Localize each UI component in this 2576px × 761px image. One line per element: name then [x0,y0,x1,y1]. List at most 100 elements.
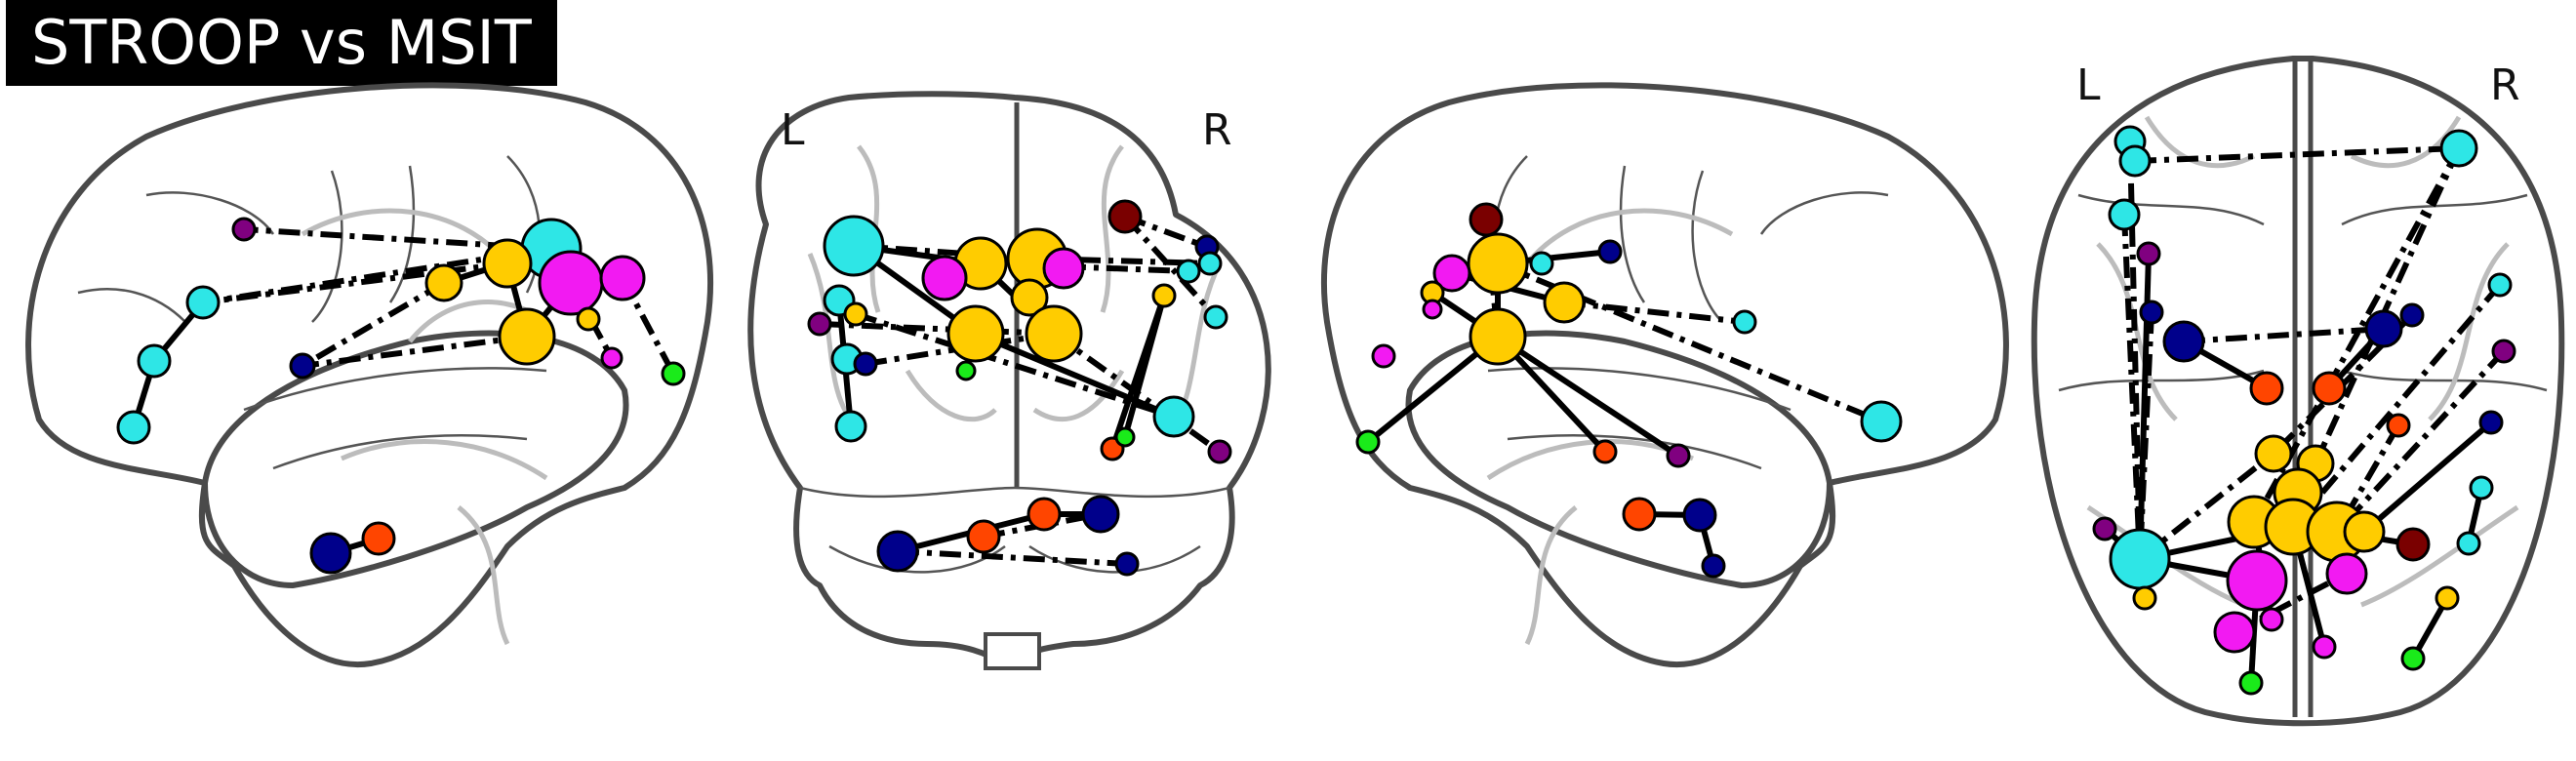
node-cyan [1203,304,1228,330]
node-orange [2249,371,2284,406]
node-yellow [424,263,463,302]
axial-left-label: L [2076,60,2101,110]
node-cyan [1197,251,1223,276]
node-cyan [834,410,867,443]
brain-outline-axial [2031,56,2565,727]
node-cyan [1176,259,1201,284]
node-navy [1682,498,1717,533]
node-green [955,360,977,381]
node-yellow [1151,283,1177,308]
node-cyan [2456,531,2481,556]
node-purple [2136,241,2161,266]
node-orange [2386,413,2411,438]
node-magenta [600,346,624,370]
connection-edge [2127,140,2143,560]
connection-edge [974,331,1176,420]
node-green [1355,429,1381,455]
node-green [2400,646,2426,671]
node-purple [231,217,257,242]
connection-edge [302,334,528,369]
connection-edge [2290,283,2503,529]
node-navy [2139,300,2164,325]
node-magenta [1371,343,1396,369]
node-green [2238,670,2264,696]
node-cyan [2439,129,2478,168]
node-yellow [482,238,533,289]
connection-edge [2138,451,2275,562]
coronal-left-label: L [781,105,805,155]
node-cyan [1529,251,1554,276]
node-cyan [116,410,151,445]
connection-edge [1496,260,1883,424]
nodes [116,125,2516,696]
node-purple [807,311,832,337]
node-cyan [2109,528,2171,590]
node-magenta [599,255,646,301]
node-magenta [1042,247,1085,290]
node-yellow [843,301,868,327]
node-magenta [2312,634,2337,660]
node-purple [2491,339,2516,364]
connection-edge [855,311,1175,420]
node-navy [2162,320,2205,363]
node-darkred [1107,199,1143,234]
node-navy [1701,553,1726,579]
node-yellow [576,306,601,332]
node-purple [1207,439,1232,464]
coronal-view: L R [747,91,1271,670]
temporal-lobe-sagittal-right [1405,330,1832,588]
node-orange [2312,371,2347,406]
sagittal-right-view [1321,82,2009,668]
node-navy [1114,551,1140,577]
node-magenta [538,250,604,316]
node-yellow [2254,434,2293,473]
node-orange [1622,497,1657,532]
node-green [661,361,686,386]
node-yellow [1469,307,1527,366]
connection-edge [2134,145,2460,164]
node-cyan [185,285,221,320]
coronal-right-label: R [1202,105,1232,155]
sagittal-left-view [25,82,713,668]
node-darkred [1469,202,1504,237]
node-yellow [2132,585,2157,611]
node-magenta [1422,299,1443,320]
node-navy [309,532,352,575]
connection-edge [2362,420,2493,535]
node-orange [361,521,396,556]
node-yellow [1025,304,1083,363]
connection-edge [819,321,1055,337]
node-yellow [2343,510,2386,553]
node-magenta [2213,611,2256,654]
node-magenta [921,255,968,301]
axial-view: L R [2031,56,2565,727]
connection-edge [1122,295,1167,438]
connection-edge [980,260,1189,274]
figure-title: STROOP vs MSIT [6,0,557,86]
node-darkred [2395,527,2431,562]
node-purple [1666,443,1691,468]
node-navy [2399,302,2425,328]
connection-edge [1496,334,1680,459]
node-yellow [1467,232,1529,295]
node-magenta [2259,607,2284,632]
node-magenta [2226,549,2288,612]
node-orange [1592,439,1618,464]
node-navy [876,530,919,573]
node-cyan [1152,395,1195,438]
node-magenta [1432,254,1471,293]
node-orange [1026,497,1062,532]
node-cyan [2469,475,2494,501]
node-orange [966,519,1001,554]
node-yellow [946,304,1005,363]
node-cyan [2118,144,2152,178]
connection-edge [301,280,446,369]
connection-edge [897,548,1128,567]
node-navy [2478,410,2504,435]
node-cyan [823,215,885,277]
node-navy [289,352,316,380]
connection-edge [2121,214,2143,560]
node-yellow [2435,585,2460,611]
node-cyan [137,343,172,379]
